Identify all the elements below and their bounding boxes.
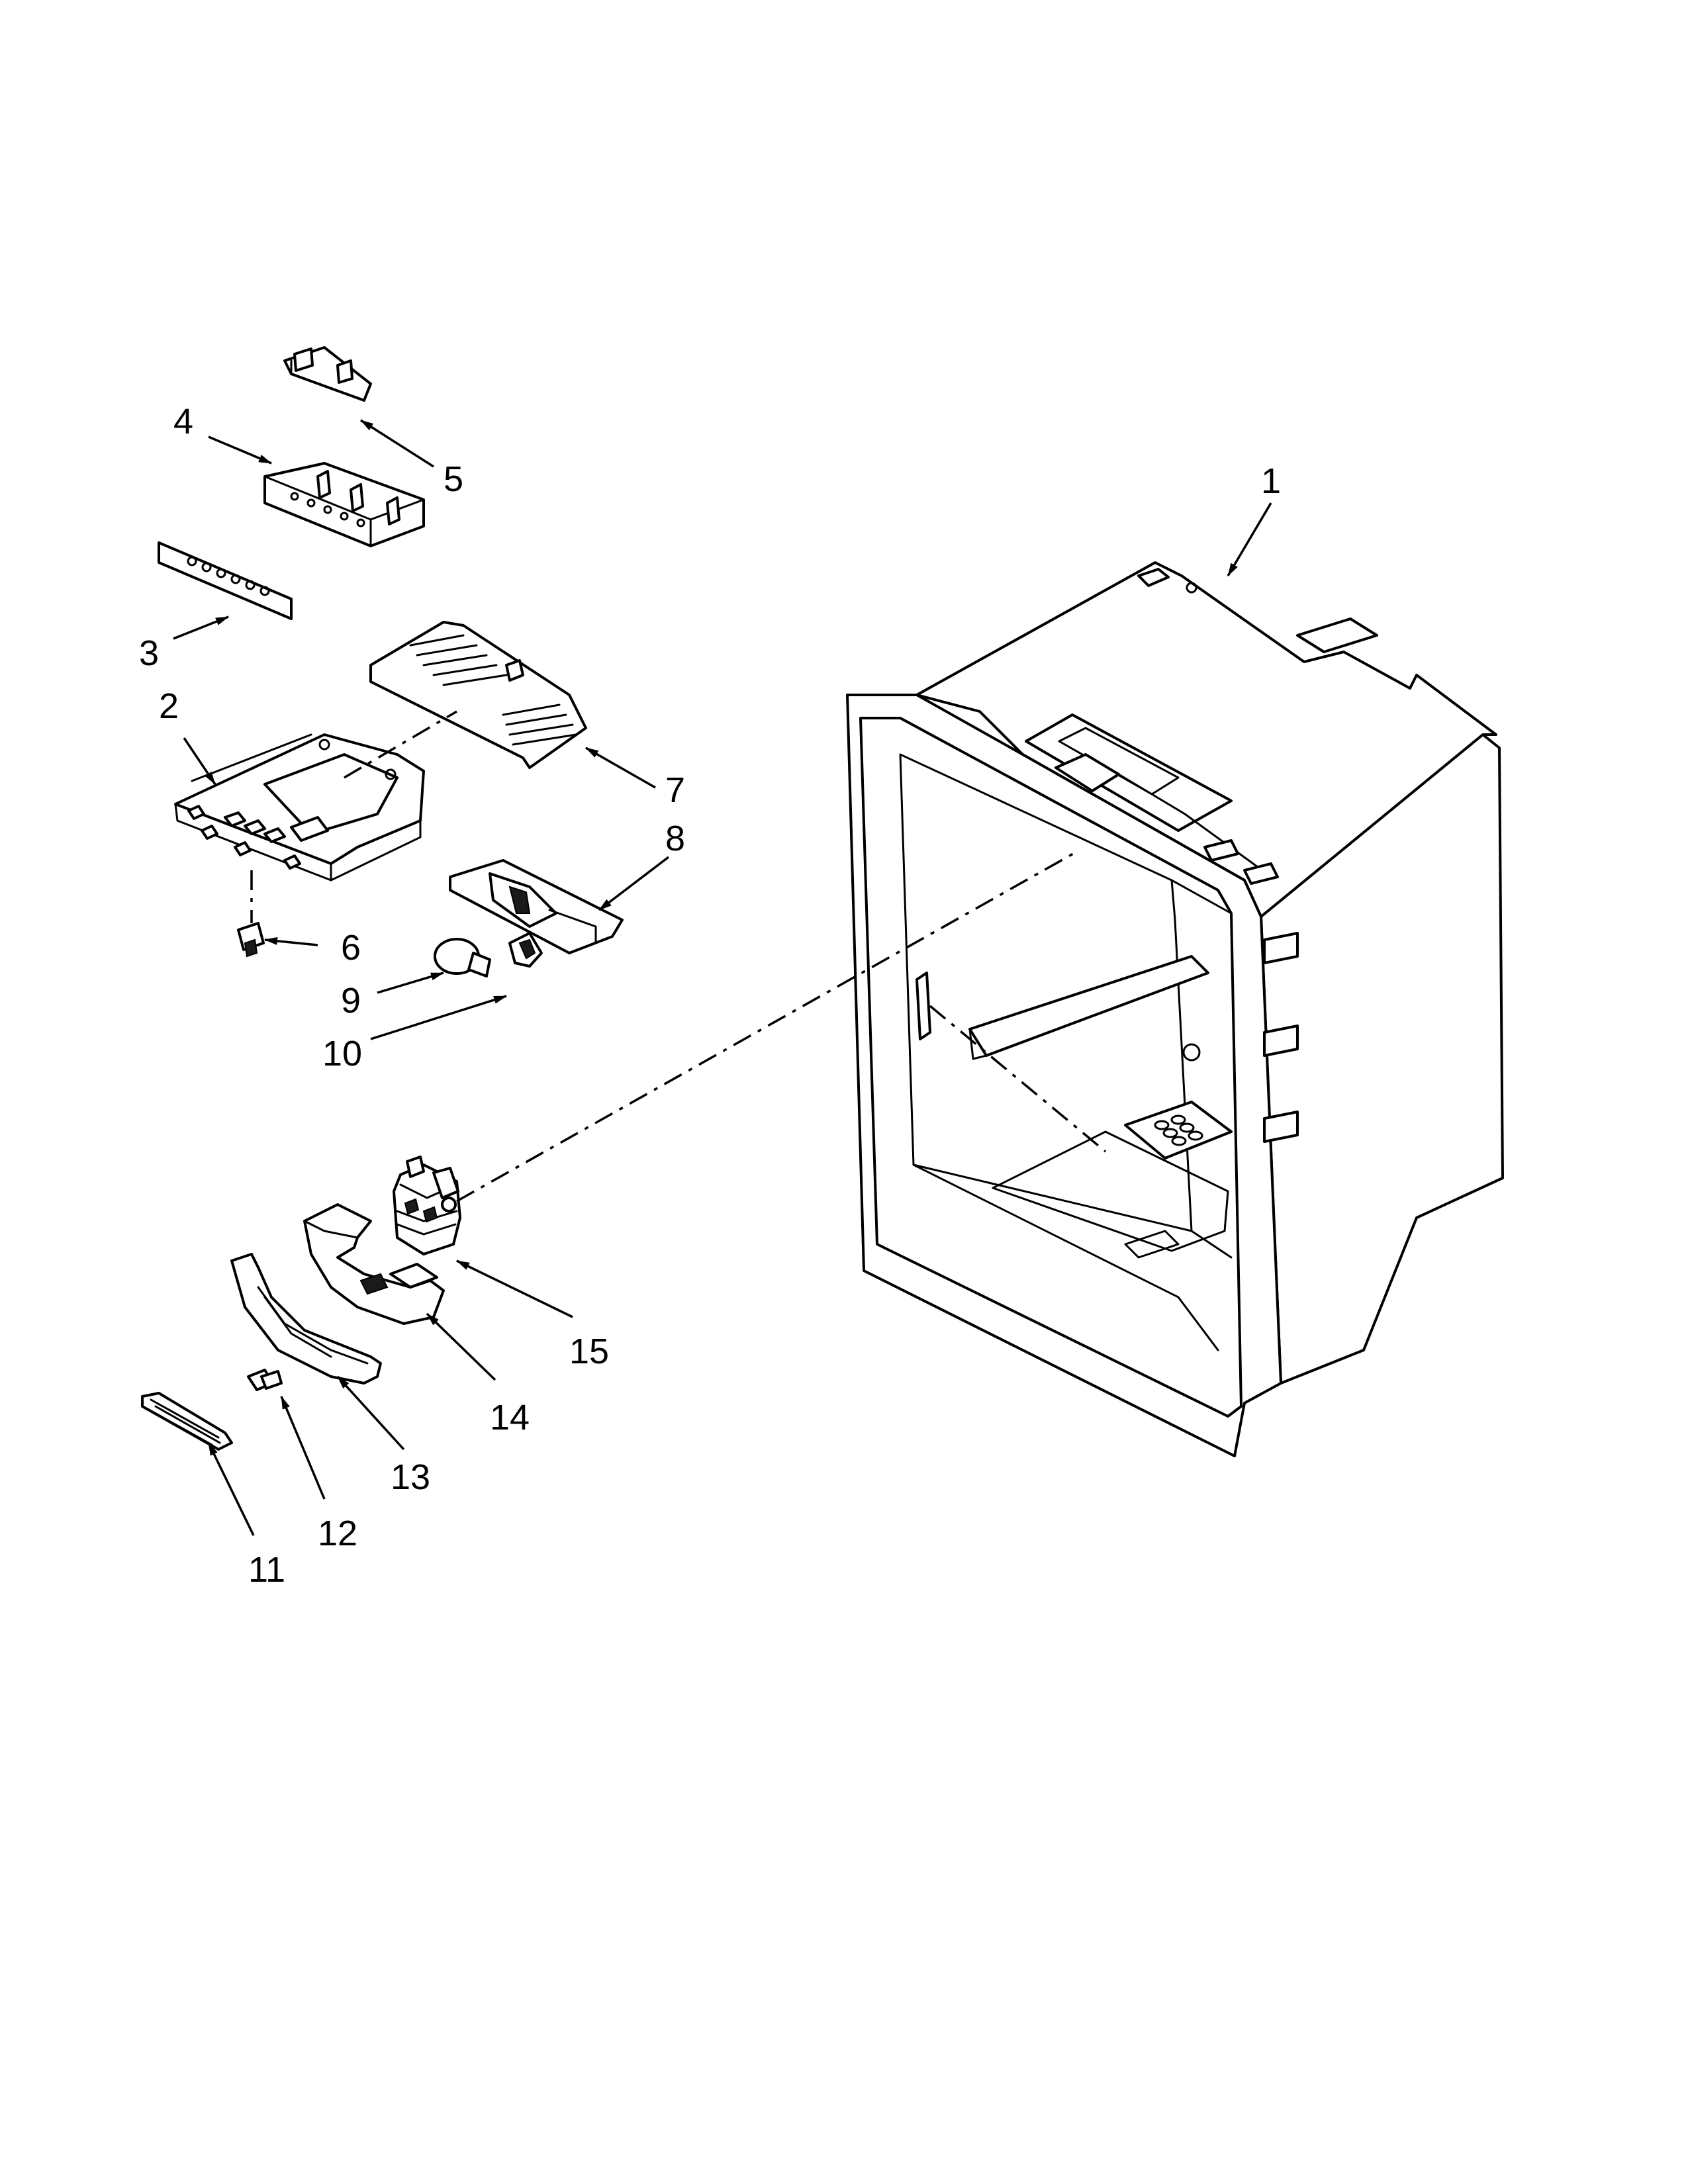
part-8-lens-cover <box>449 859 624 954</box>
callout-15: 15 <box>569 1332 609 1371</box>
leader-lines <box>173 419 1272 1536</box>
callout-8: 8 <box>665 819 685 858</box>
part-11-grille <box>141 1392 233 1451</box>
part-3-control-overlay <box>158 541 293 620</box>
part-2-light-housing <box>174 733 425 882</box>
part-13-outer-cover <box>230 1253 382 1385</box>
callout-9: 9 <box>341 981 361 1021</box>
part-5-switch-housing <box>283 346 372 402</box>
callout-7: 7 <box>665 770 685 810</box>
part-12-screw <box>247 1369 283 1391</box>
part-6-light-switch <box>237 922 265 958</box>
part-1-refrigerator-liner <box>846 561 1504 1457</box>
callout-12: 12 <box>318 1514 357 1553</box>
callout-14: 14 <box>490 1398 530 1437</box>
callout-6: 6 <box>341 928 361 968</box>
callout-numbers: 1 2 3 4 5 6 7 8 9 10 11 12 13 14 15 <box>139 402 1281 1590</box>
callout-3: 3 <box>139 633 159 673</box>
part-10-light-socket <box>508 932 543 968</box>
callout-5: 5 <box>444 459 463 499</box>
callout-4: 4 <box>173 402 193 441</box>
part-4-control-bracket <box>263 462 425 547</box>
callout-11: 11 <box>248 1550 285 1590</box>
part-9-light-bulb <box>434 938 491 978</box>
alignment-lines <box>250 710 1107 1203</box>
callout-13: 13 <box>391 1457 430 1497</box>
callout-1: 1 <box>1261 461 1281 501</box>
part-14-inner-housing <box>303 1203 445 1325</box>
callout-2: 2 <box>159 686 179 726</box>
callout-10: 10 <box>322 1034 362 1073</box>
part-7-air-diffuser <box>369 621 587 769</box>
part-15-damper-control <box>393 1156 461 1255</box>
